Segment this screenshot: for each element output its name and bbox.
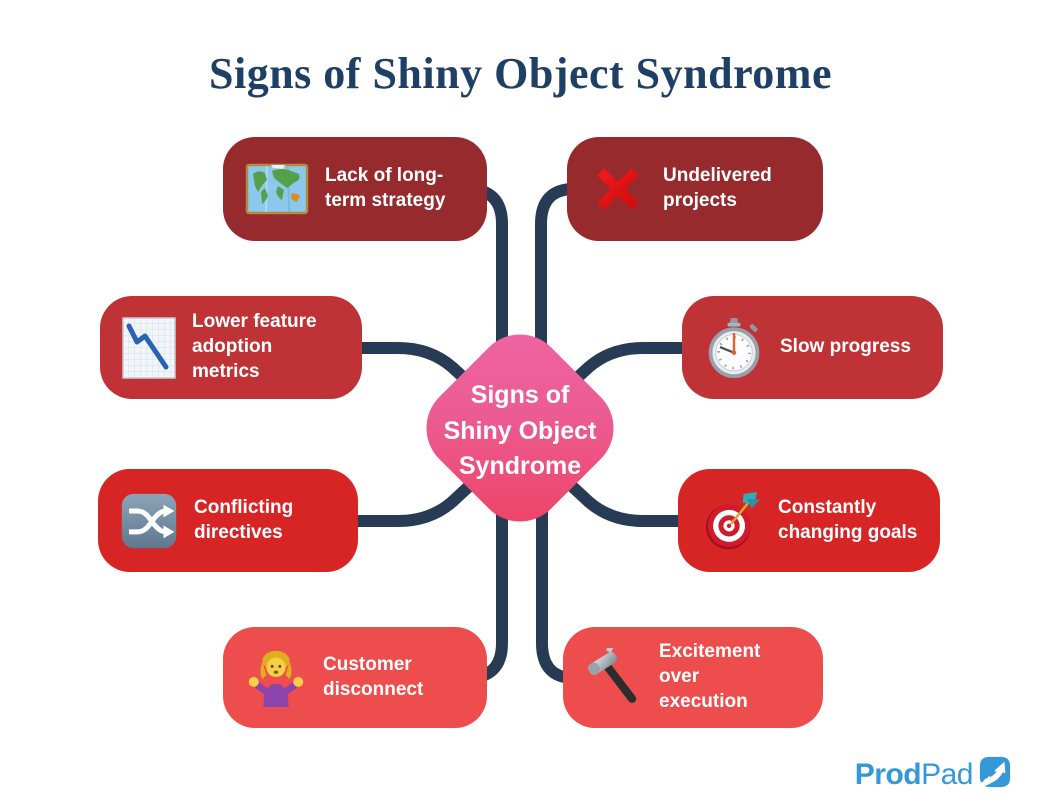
node-lack-of-long-term-strategy: Lack of long-term strategy — [223, 137, 487, 241]
person-shrugging-icon — [245, 648, 307, 708]
node-lower-feature-adoption-metrics: Lower feature adoption metrics — [100, 296, 362, 399]
world-map-icon — [245, 162, 309, 216]
chart-decreasing-icon — [122, 316, 176, 379]
node-slow-progress: Slow progress — [682, 296, 943, 399]
center-line-3: Syndrome — [458, 452, 582, 480]
connector-middle-right-upper — [515, 342, 694, 435]
stopwatch-icon — [704, 317, 764, 379]
brand-name-bold: Prod — [854, 757, 922, 791]
node-label: Lower feature adoption metrics — [192, 311, 317, 382]
hammer-icon — [585, 647, 643, 708]
node-constantly-changing-goals: Constantly changing goals — [678, 469, 940, 572]
node-label: Conflicting directives — [194, 496, 294, 543]
node-label: Customer disconnect — [323, 653, 424, 700]
node-customer-disconnect: Customer disconnect — [223, 627, 487, 728]
brand-name-regular: Pad — [921, 757, 973, 791]
node-label: Slow progress — [780, 336, 911, 358]
center-diamond-text: Signs of Shiny Object Syndrome — [400, 378, 640, 485]
node-undelivered-projects: Undelivered projects — [567, 137, 823, 241]
node-label: Constantly changing goals — [778, 496, 918, 543]
page-title: Signs of Shiny Object Syndrome — [209, 49, 832, 98]
node-label: Excitement over execution — [659, 641, 761, 712]
node-excitement-over-execution: Excitement over execution — [563, 627, 823, 728]
prodpad-wordmark: ProdPad — [854, 757, 974, 792]
node-conflicting-directives: Conflicting directives — [98, 469, 358, 572]
center-line-1: Signs of — [470, 381, 570, 409]
prodpad-logo: ProdPad — [855, 755, 1012, 794]
connector-middle-left-upper — [348, 342, 526, 435]
arrow-up-right-icon — [978, 755, 1012, 794]
cross-mark-icon — [589, 160, 647, 218]
connector-middle-left-lower — [348, 433, 526, 527]
connector-middle-right-lower — [515, 433, 694, 527]
direct-hit-icon — [700, 491, 762, 551]
center-line-2: Shiny Object — [443, 416, 597, 445]
shuffle-icon — [120, 492, 178, 550]
node-label: Undelivered projects — [663, 165, 772, 211]
node-label: Lack of long-term strategy — [325, 165, 446, 211]
